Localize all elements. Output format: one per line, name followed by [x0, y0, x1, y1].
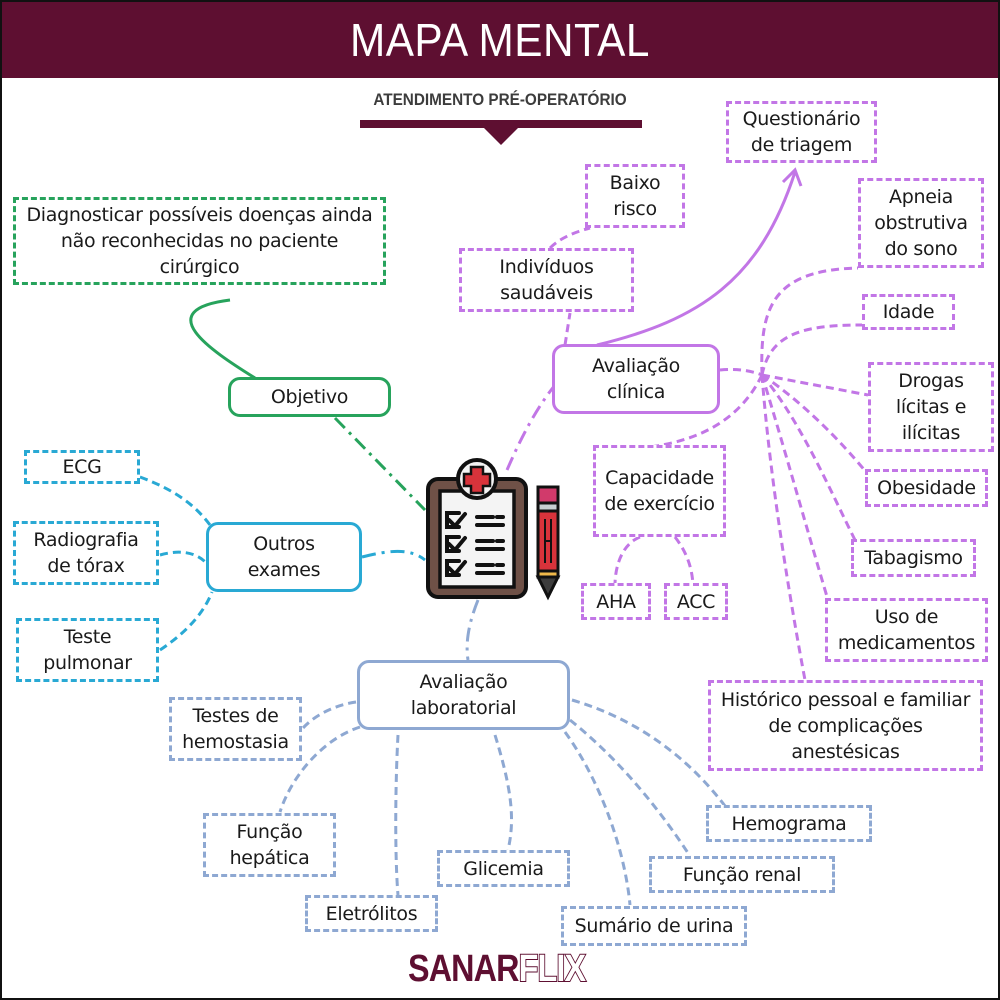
sanarflix-logo: SANARFLIX — [408, 947, 587, 991]
link-hub-capacidade — [649, 374, 764, 449]
link-hub-apneia — [760, 266, 859, 376]
node-capacidade: Capacidade de exercício — [593, 445, 726, 537]
link-lab-hemostasia — [301, 700, 357, 730]
clipboard-checklist-pencil-icon — [426, 458, 561, 601]
link-capacidade-aha — [613, 535, 641, 586]
subtitle-underline — [360, 120, 642, 128]
node-medicamentos: Uso de medicamentos — [825, 598, 988, 662]
link-outros-radiografia — [159, 550, 210, 566]
node-hemograma: Hemograma — [706, 805, 872, 842]
page-title: MAPA MENTAL — [350, 14, 650, 66]
link-clinica-individuos — [563, 312, 572, 346]
link-lab-glicemia — [493, 734, 513, 851]
node-hemostasia: Testes de hemostasia — [169, 697, 302, 761]
node-aha: AHA — [581, 583, 651, 620]
link-hub-drogas — [761, 373, 869, 397]
node-objetivo: Objetivo — [228, 377, 391, 417]
link-lab-hepatica — [278, 725, 361, 813]
node-acc: ACC — [664, 583, 728, 620]
link-outros-ecg — [139, 475, 212, 526]
node-eletrolitos: Eletrólitos — [305, 895, 438, 932]
subtitle: ATENDIMENTO PRÉ-OPERATÓRIO — [373, 90, 627, 109]
node-funcao-renal: Função renal — [649, 856, 835, 893]
node-obesidade: Obesidade — [865, 469, 988, 507]
header-banner: MAPA MENTAL — [0, 0, 1000, 78]
node-individuos: Indivíduos saudáveis — [459, 248, 634, 312]
link-lab-eletrolitos — [394, 734, 400, 896]
link-capacidade-acc — [673, 536, 695, 586]
node-teste-pulmonar: Teste pulmonar — [16, 618, 159, 682]
node-avaliacao-clinica: Avaliação clínica — [552, 344, 720, 414]
logo-sanar: SANAR — [408, 948, 519, 990]
node-apneia: Apneia obstrutiva do sono — [858, 178, 984, 268]
node-sumario-urina: Sumário de urina — [561, 906, 747, 946]
node-questionario: Questionário de triagem — [726, 101, 877, 163]
node-tabagismo: Tabagismo — [851, 539, 976, 577]
link-hub-obesidade — [761, 373, 868, 473]
link-outros-teste — [159, 591, 214, 652]
node-radiografia: Radiografia de tórax — [13, 521, 159, 585]
link-lab-sumario — [563, 731, 632, 906]
link-hub-idade — [760, 323, 863, 376]
link-center-laboratorial — [465, 599, 480, 661]
logo-flix: FLIX — [518, 947, 587, 991]
node-avaliacao-laboratorial: Avaliação laboratorial — [357, 660, 570, 730]
link-objetivo-diagnosticar — [189, 298, 256, 380]
link-hub-tabagismo — [760, 374, 857, 541]
node-hepatica: Função hepática — [203, 813, 336, 877]
node-diagnosticar: Diagnosticar possíveis doenças ainda não… — [13, 197, 386, 285]
link-lab-hemograma — [571, 698, 727, 807]
link-center-objetivo — [333, 416, 427, 512]
link-lab-renal — [569, 718, 692, 857]
subtitle-arrow-icon — [483, 127, 519, 145]
node-ecg: ECG — [24, 450, 140, 484]
link-center-clinica — [505, 384, 557, 471]
link-hub-medicamentos — [760, 374, 830, 601]
link-individuos-baixo — [548, 226, 591, 250]
node-glicemia: Glicemia — [437, 850, 570, 887]
link-clinica-questionario — [596, 171, 797, 347]
link-clinica-hub — [719, 368, 763, 377]
link-hub-historico — [760, 374, 807, 681]
node-drogas: Drogas lícitas e ilícitas — [868, 362, 994, 452]
node-idade: Idade — [862, 294, 955, 330]
arrow-questionario-icon — [781, 167, 803, 187]
link-center-outros — [361, 549, 426, 562]
node-baixo-risco: Baixo risco — [585, 164, 685, 228]
node-historico: Histórico pessoal e familiar de complica… — [708, 680, 983, 771]
node-outros-exames: Outros exames — [206, 522, 362, 592]
